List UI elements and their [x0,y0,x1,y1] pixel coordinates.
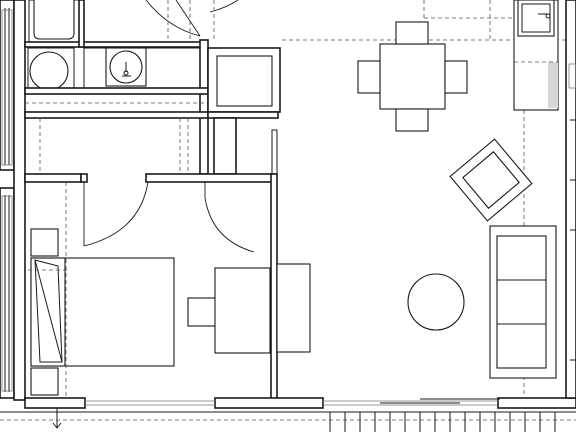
entry-arrow-icon [52,408,62,429]
desk [214,267,271,354]
dining-chair [357,60,381,94]
nightstand [30,228,59,257]
desk-chair [187,297,217,327]
left-windows [1,9,13,392]
right-exterior-wall [565,0,576,399]
armchair [449,138,533,222]
kitchen-sink [517,0,555,37]
balcony-railing [329,412,556,432]
toilet [27,47,75,95]
bottom-exterior-wall [0,397,576,421]
bathtub [28,0,80,43]
closet [207,47,281,176]
dining-table [379,43,446,110]
bathroom-door-swing [145,0,239,37]
dresser [276,263,311,353]
nightstand [30,367,59,396]
round-coffee-table [407,273,465,331]
bathroom-sink [109,50,143,84]
bedroom-door-swings [83,181,255,253]
sofa [489,225,557,379]
dining-chair [395,21,429,45]
left-exterior-wall [0,0,26,401]
bathroom-hidden-lines [167,0,215,40]
dining-chair [395,108,429,132]
dining-chair [444,60,468,94]
bed [30,257,175,367]
